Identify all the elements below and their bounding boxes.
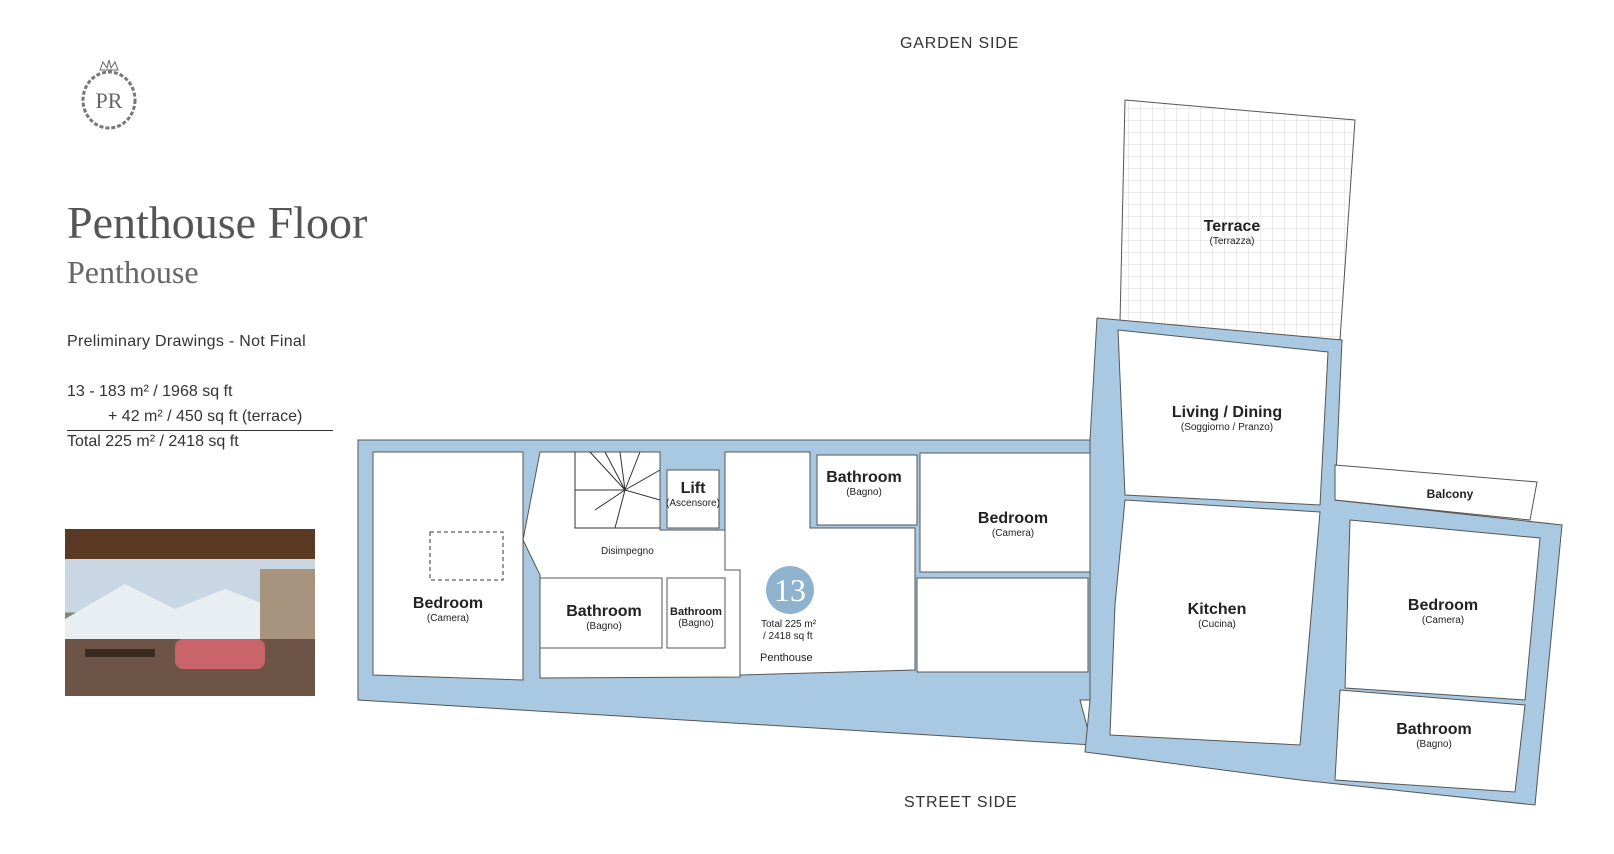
room-lower-right: [916, 577, 1089, 673]
unit-name: Penthouse: [760, 652, 813, 664]
garden-side-label: GARDEN SIDE: [900, 35, 1020, 52]
room-bedroom-2: [919, 452, 1091, 573]
page-subtitle: Penthouse: [67, 254, 199, 290]
crest-logo-icon: PR: [81, 59, 137, 130]
room-label-bathroom: Bathroom(Bagno): [670, 606, 722, 629]
logo: PR: [70, 58, 148, 138]
unit-number-badge: 13: [766, 566, 814, 614]
room-label-balcony: Balcony: [1426, 487, 1474, 501]
page-title: Penthouse Floor: [67, 197, 368, 248]
room-label-living: Living / Dining(Soggiorno / Pranzo): [1171, 404, 1283, 433]
room-label-bathroom: Bathroom(Bagno): [826, 469, 902, 498]
room-bathroom-2: [539, 577, 663, 649]
room-label-lift: Lift(Ascensore): [666, 480, 720, 509]
room-label-bathroom: Bathroom(Bagno): [1396, 721, 1472, 750]
room-label-bedroom: Bedroom(Camera): [977, 510, 1049, 539]
room-bedroom-right: [1344, 519, 1541, 701]
room-corridor: [724, 451, 916, 676]
area-apartment: 13 - 183 m² / 1968 sq ft: [67, 383, 233, 400]
stair-icon: [574, 451, 661, 529]
unit-total-sqft: / 2418 sq ft: [763, 631, 813, 642]
divider: [67, 430, 333, 431]
preliminary-note: Preliminary Drawings - Not Final: [67, 333, 306, 350]
room-bathroom-right: [1334, 689, 1526, 793]
area-terrace: + 42 m² / 450 sq ft (terrace): [108, 408, 303, 425]
room-bedroom-left: [372, 451, 524, 681]
room-label-kitchen: Kitchen(Cucina): [1187, 601, 1247, 630]
svg-text:PR: PR: [96, 88, 123, 113]
room-label-bedroom: Bedroom(Camera): [412, 595, 484, 624]
balcony: [1334, 464, 1538, 521]
room-label-terrace: Terrace(Terrazza): [1203, 218, 1261, 247]
room-label-bathroom: Bathroom(Bagno): [566, 603, 642, 632]
room-bathroom-1: [816, 454, 918, 526]
area-total: Total 225 m² / 2418 sq ft: [67, 433, 239, 450]
street-side-label: STREET SIDE: [904, 794, 1018, 811]
room-bathroom-3: [666, 577, 726, 649]
interior-render-image: [65, 529, 315, 696]
room-label-bedroom: Bedroom(Camera): [1407, 597, 1479, 626]
room-lift: [666, 469, 720, 529]
unit-total-area: Total 225 m²: [761, 619, 817, 630]
room-label-disimpegno: Disimpegno: [601, 546, 654, 557]
room-living: [1117, 329, 1329, 506]
room-kitchen: [1109, 499, 1321, 746]
